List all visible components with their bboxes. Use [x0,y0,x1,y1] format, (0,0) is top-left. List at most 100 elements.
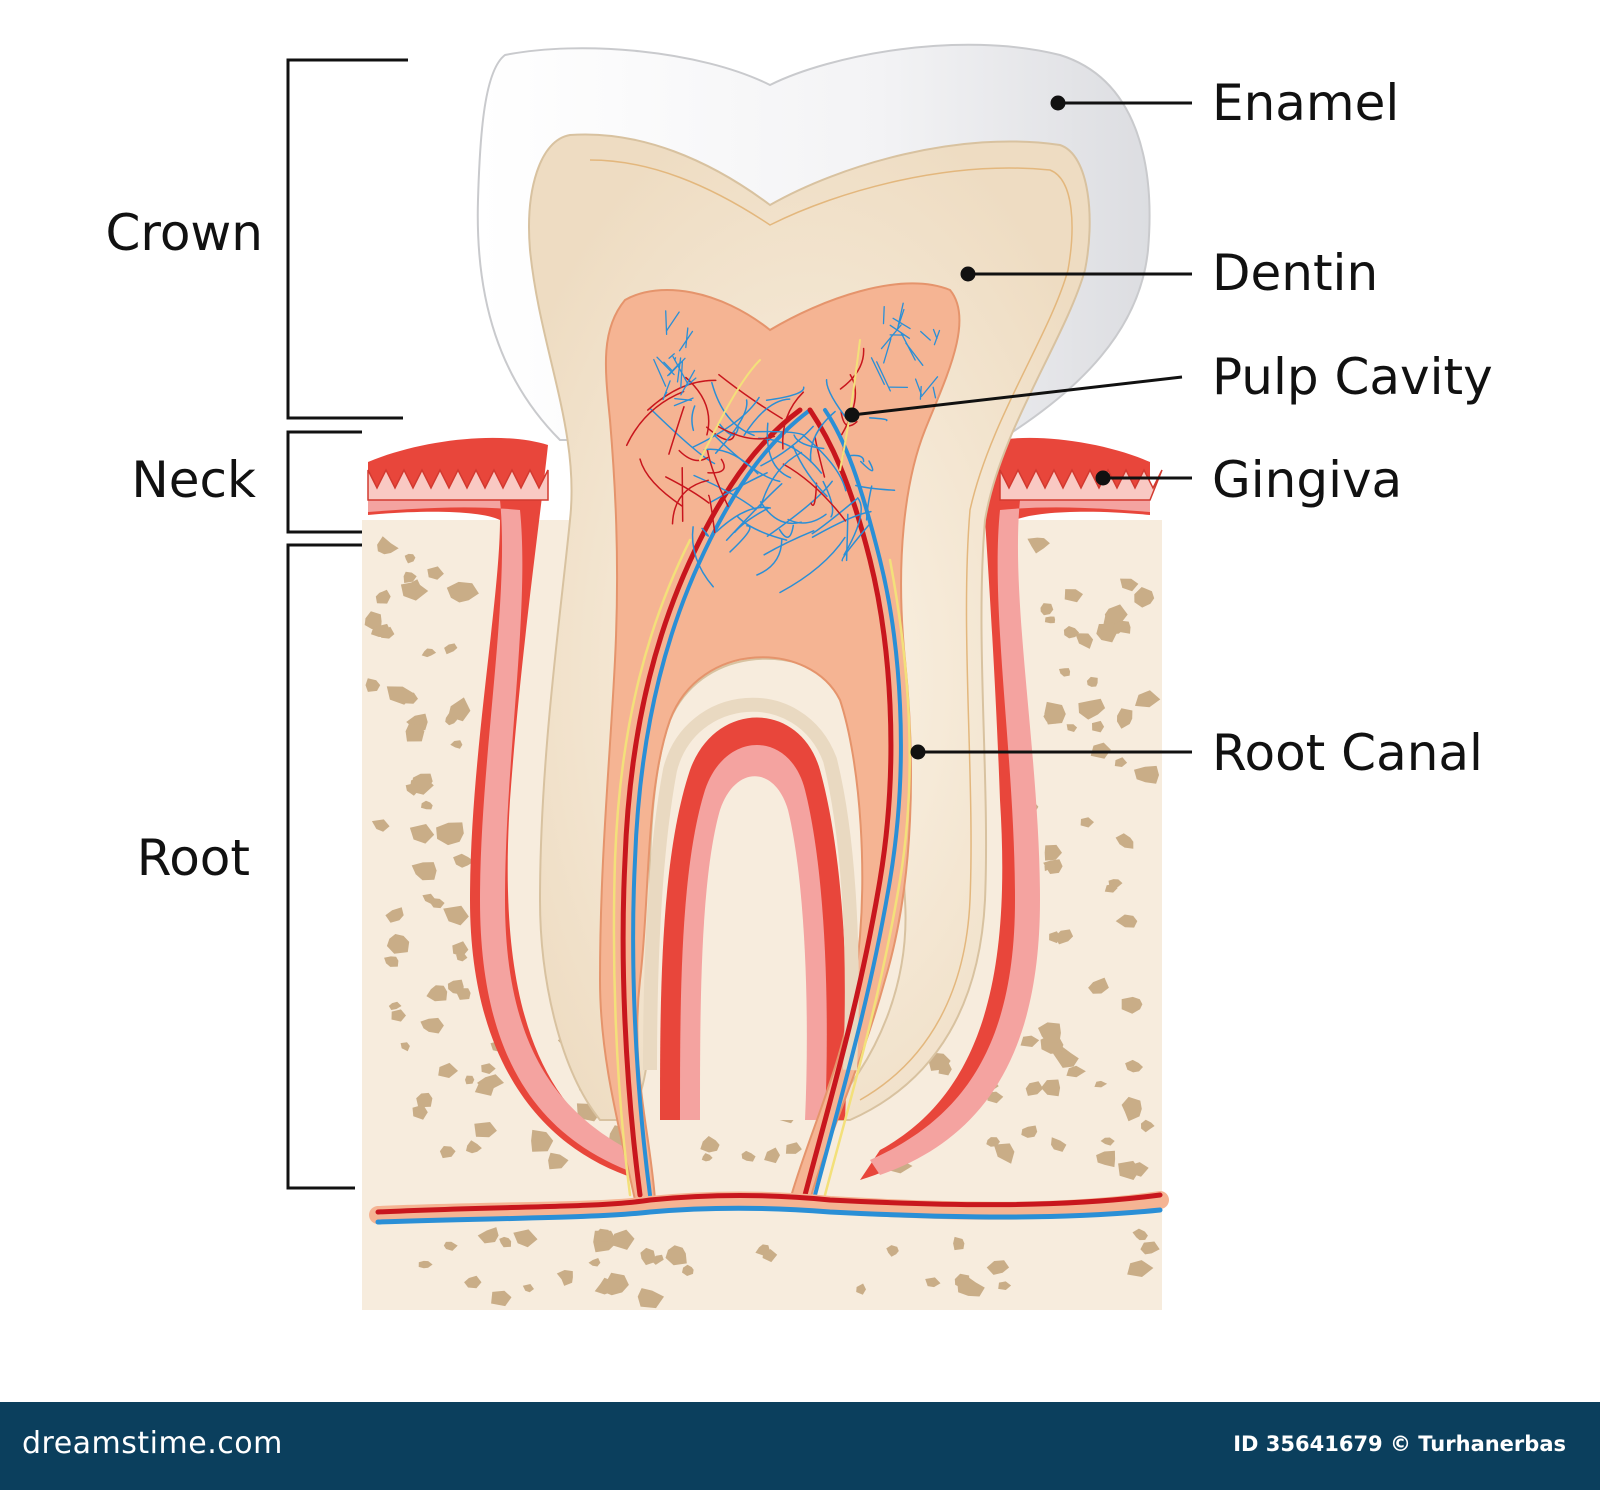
footer-credit: ID 35641679 © Turhanerbas [1233,1432,1566,1456]
bone-pore [652,1254,664,1265]
vessel-branch [865,485,873,521]
bone-pore [1044,701,1066,725]
vessel-branch [811,498,858,535]
bone-pore [1020,1035,1040,1047]
bone-pore [1063,626,1080,639]
bone-pore [925,1277,941,1288]
vessel-branch [674,357,677,361]
vessel-branch [668,353,675,359]
neck-bracket [286,430,362,534]
crown-bracket [286,58,408,420]
bone-pore [404,579,423,597]
bone-pore [1134,587,1155,608]
vessel-branch [869,417,888,422]
bone-pore [998,1281,1012,1290]
bone-pore [404,553,416,564]
bone-pore [365,678,381,692]
artery-left [620,407,803,1198]
bone-pore [531,1129,554,1152]
vessel-branch [685,377,697,387]
bone-pore [522,1284,534,1293]
vessel-branch [665,476,710,504]
bone-pore [450,740,463,749]
bone-pore [986,1260,1010,1275]
vessel-branch [932,386,937,399]
label-dentin: Dentin [1212,244,1379,302]
root-bracket [286,543,362,1190]
bone-pore [1128,1162,1149,1177]
bone-pore [1086,676,1098,687]
bone-pore [1094,1080,1108,1088]
bone-pore [1051,1137,1067,1152]
bone-pore [762,1249,778,1263]
bone-pore [453,853,475,868]
bone-pore [548,1152,569,1170]
bone-pore [1038,1022,1061,1044]
bone-pore [993,1143,1015,1164]
vessel-branch [792,445,828,498]
bone-pore [430,898,445,909]
bone-pore [474,1076,495,1096]
bone-pore [741,1150,756,1162]
blood-vessels-and-nerves [612,302,941,1198]
bone-pore [1114,757,1128,767]
bone-pore [1127,1260,1154,1277]
bone-pore [1044,844,1062,861]
label-pulp-cavity: Pulp Cavity [1212,348,1493,406]
bone-pore [953,1236,965,1251]
bone-pore [1044,616,1056,624]
bottom-vessel-channel [369,1191,1169,1225]
vessel-branch [706,449,729,508]
vessel-branch [668,406,685,455]
bone-pore [409,824,435,844]
bone-pore [377,536,399,555]
bone-pore [1141,1119,1155,1133]
bone-pore [386,934,410,954]
bone-pore [1075,633,1094,649]
bone-pore [1120,578,1139,592]
vessel-branch [859,460,874,472]
vessel-branch [870,357,885,385]
vessel-branch [793,434,825,450]
bone-pore [385,907,404,923]
bone-pore [1117,708,1133,729]
bone-pore [700,1136,720,1153]
bone-pore [456,988,471,1000]
bone-pore [987,1091,1004,1104]
vessel-branch [763,530,815,556]
label-crown: Crown [105,204,263,262]
bone-pore [1135,690,1161,708]
bone-pore [421,648,437,658]
vessel-branch [707,494,716,534]
vessel-branch [876,361,891,392]
vessel-branch [680,360,684,388]
bone-pore [1113,620,1131,634]
vessel-branch [778,524,795,538]
bone-pore [416,1092,433,1108]
bone-pore [438,1062,458,1078]
bone-pore [499,1236,512,1248]
vessel-branch [892,317,911,330]
vessel-branch [663,391,668,396]
bone-pore [371,819,390,832]
bone-pore [556,1270,573,1286]
bone-pore [444,643,458,655]
bone-pore [481,1063,496,1074]
vessel-branch [736,515,788,541]
bone-pore [1021,1125,1038,1138]
bone-pore [443,1241,458,1251]
bone-pore [464,1275,482,1289]
bone-pore [474,1122,497,1138]
vessel-branch [766,422,792,479]
vessel-branch [802,434,847,492]
bone-pore [594,1277,621,1295]
vessel-branch [711,381,755,437]
bone-pore [986,1137,1000,1147]
bone-pore [400,1042,410,1052]
bone-pore [448,697,471,722]
bone-pore [375,589,391,604]
bone-pore [1078,698,1106,720]
bone-pore [513,1229,538,1248]
vessel-branch [693,474,757,511]
footer-brand[interactable]: dreamstime.com [22,1426,283,1461]
